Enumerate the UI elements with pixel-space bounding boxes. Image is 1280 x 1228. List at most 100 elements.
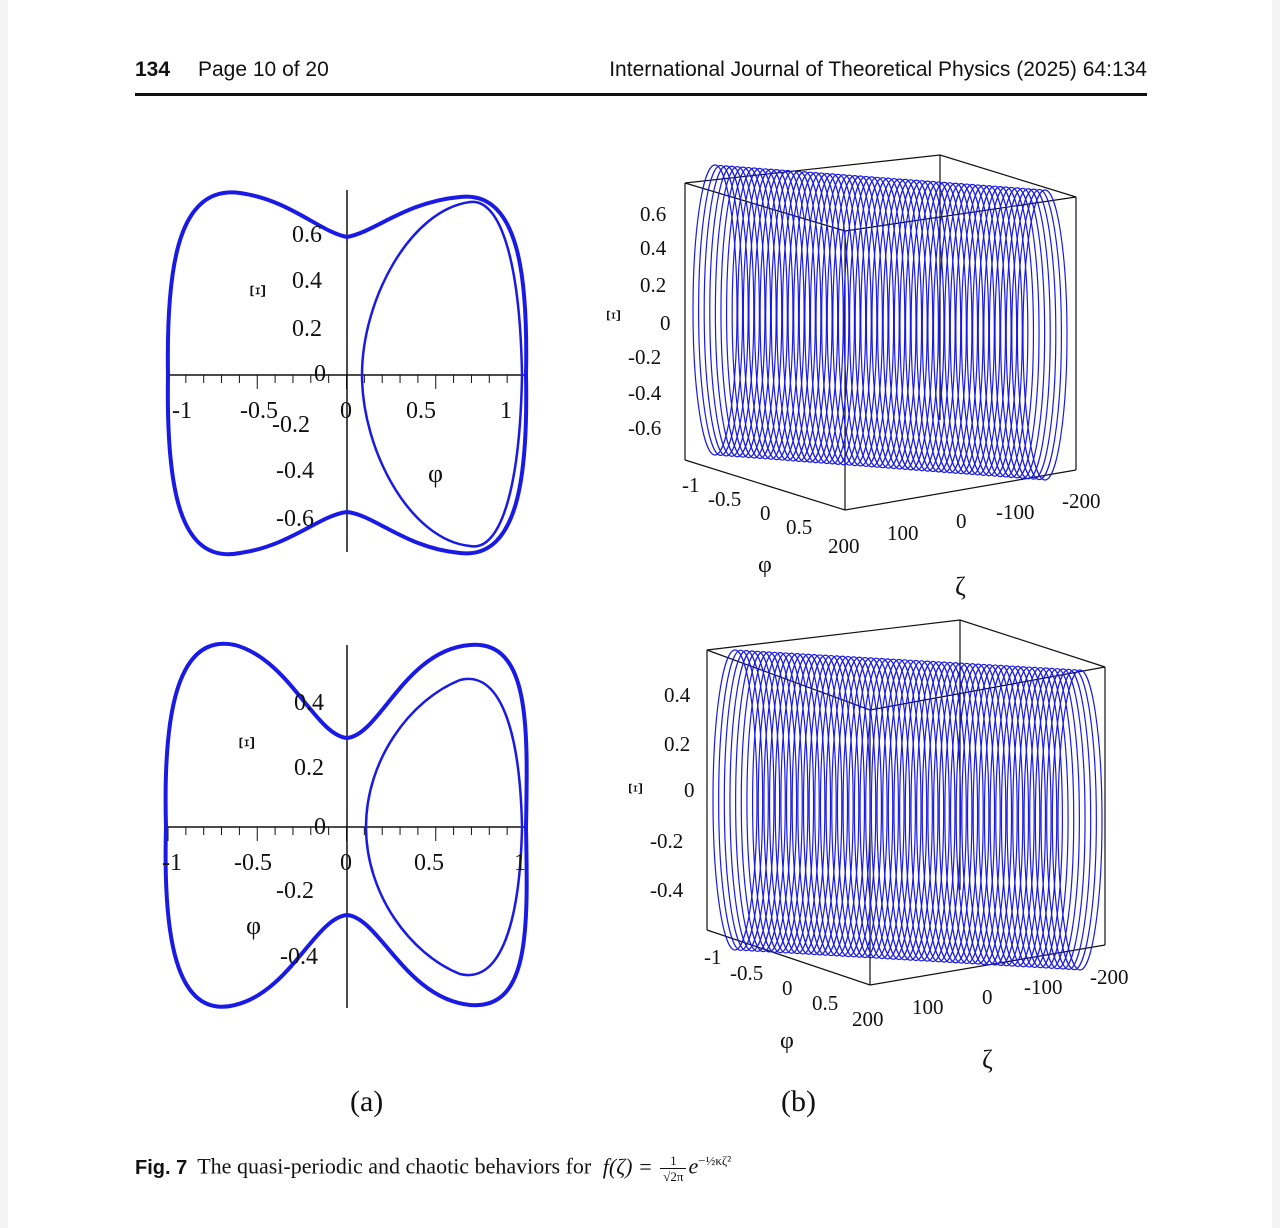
surface-curve — [809, 173, 856, 465]
surface-curve — [720, 166, 766, 458]
surface-curve — [960, 184, 1007, 476]
zeta-tick-label: 0 — [956, 509, 967, 533]
surface-curve — [787, 171, 833, 463]
surface-curve — [972, 185, 1018, 477]
surface-curve — [1011, 188, 1057, 480]
outer-loop-curve — [165, 190, 529, 557]
panel-a-top: -1 -0.5 0 0.5 1 0.6 0.4 0.2 0 -0.2 -0.4 … — [165, 190, 529, 557]
surface-curve — [876, 178, 923, 470]
surface-curve — [697, 164, 744, 457]
surface-curve — [944, 183, 990, 475]
surface-curve — [751, 651, 798, 953]
surface-curve — [714, 166, 760, 458]
z-tick-label: 0.2 — [664, 732, 690, 756]
surface-curve — [932, 182, 979, 474]
surface-curve — [910, 180, 956, 473]
x-tick-label: 0.5 — [406, 398, 436, 424]
surface-curve — [859, 657, 905, 960]
surface-curve — [870, 658, 916, 960]
surface-curve — [712, 649, 758, 951]
surface-curve — [921, 181, 967, 473]
exponent: −½κζ² — [698, 1153, 732, 1169]
surface-curve — [718, 649, 764, 951]
zeta-tick-label: -200 — [1090, 965, 1129, 989]
surface-curve — [1000, 187, 1046, 479]
surface-curve — [1000, 666, 1047, 968]
surface-curve — [955, 663, 1001, 965]
surface-curve — [763, 652, 809, 954]
z-tick-label: -0.4 — [628, 381, 662, 405]
surface-curve — [703, 165, 749, 457]
surface-curve — [854, 176, 900, 468]
surface-curve — [832, 174, 878, 467]
surface-curve — [1005, 188, 1051, 480]
x-tick-label: -0.5 — [234, 850, 272, 876]
surface-curve — [860, 177, 906, 469]
surface-curve — [826, 174, 872, 466]
y-tick-label: 0.2 — [292, 316, 322, 342]
surface-curve — [882, 178, 928, 471]
surface-curve — [819, 655, 866, 957]
surface-curve — [709, 165, 755, 457]
journal-citation: International Journal of Theoretical Phy… — [609, 58, 1147, 81]
z-tick-label: -0.2 — [628, 345, 661, 369]
surface-curve — [932, 662, 979, 964]
surface-curve — [966, 185, 1012, 477]
z-tick-label: -0.2 — [650, 829, 683, 853]
surface-curve — [843, 175, 889, 468]
surface-curve — [910, 660, 956, 963]
z-tick-label: 0.6 — [640, 202, 666, 226]
surface-curve — [921, 661, 967, 963]
surface-curve — [1040, 668, 1086, 970]
surface-curve — [978, 664, 1024, 967]
outer-loop-curve — [163, 641, 529, 1009]
surface-curve — [916, 661, 962, 963]
surface-curve — [808, 654, 854, 957]
y-tick-label: -0.4 — [276, 458, 314, 484]
surface-curve — [746, 651, 792, 953]
x-tick-label: -0.5 — [240, 398, 278, 424]
y-tick-label: 0.4 — [292, 268, 322, 294]
surface-curve — [768, 652, 815, 954]
x-minor-ticks — [167, 375, 526, 389]
surface-curve — [961, 663, 1007, 966]
surface-curve — [966, 664, 1013, 966]
zeta-tick-label: 0 — [982, 985, 993, 1009]
zeta-axis-label: ζ — [955, 572, 966, 601]
phi-tick-label: -0.5 — [730, 961, 763, 985]
surface-curve — [797, 654, 843, 956]
y-tick-label: 0.4 — [294, 690, 324, 716]
surface-curve — [989, 665, 1035, 967]
surface-curve — [842, 656, 888, 959]
x-axis-label: φ — [428, 459, 443, 488]
inner-loop-curve — [360, 200, 524, 548]
zeta-tick-label: 200 — [852, 1007, 884, 1031]
surface-curve — [904, 180, 951, 472]
x-tick-label: -1 — [162, 850, 182, 876]
phi-tick-label: -0.5 — [708, 487, 741, 511]
surface-curve — [780, 653, 826, 955]
surface-curve — [753, 169, 800, 461]
surface-curve — [765, 169, 811, 462]
surface-curve — [888, 179, 934, 471]
zeta-tick-label: 100 — [912, 995, 944, 1019]
surface-curve — [949, 183, 995, 476]
surface-curve — [899, 180, 945, 472]
phi-axis-label: φ — [780, 1028, 794, 1054]
x-tick-label: 0.5 — [414, 850, 444, 876]
x-minor-ticks — [167, 827, 526, 841]
y-axis-label: Ξ — [234, 736, 259, 750]
zeta-tick-label: -100 — [996, 500, 1035, 524]
surface-curve — [995, 665, 1041, 967]
surface-curve — [815, 173, 861, 465]
caption-text: The quasi-periodic and chaotic behaviors… — [197, 1153, 592, 1179]
fraction-numerator: 1 — [660, 1153, 687, 1169]
surface-curve — [785, 653, 832, 955]
y-tick-label: 0 — [314, 361, 326, 387]
zeta-tick-label: 100 — [887, 521, 919, 545]
x-tick-label: -1 — [172, 398, 192, 424]
x-tick-label: 1 — [500, 398, 512, 424]
surface-curve — [853, 657, 899, 959]
surface-curve — [770, 170, 816, 462]
surface-curve — [735, 650, 781, 952]
